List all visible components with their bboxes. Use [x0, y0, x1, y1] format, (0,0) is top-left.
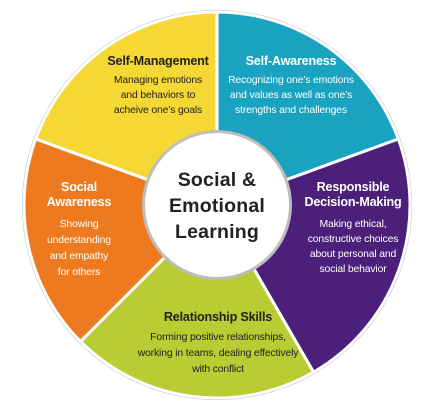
- center-title-line: Learning: [175, 221, 259, 243]
- segment-description-self-management: Managing emotions: [114, 75, 202, 86]
- center-circle: [145, 133, 289, 277]
- center-title-line: Social &: [178, 169, 257, 191]
- segment-description-self-management: and behaviors to: [121, 90, 196, 101]
- segment-title-relationship-skills: Relationship Skills: [164, 310, 272, 324]
- segment-description-social-awareness: and empathy: [50, 251, 109, 262]
- segment-description-self-awareness: Recognizing one’s emotions: [228, 75, 354, 86]
- segment-description-self-management: acheive one’s goals: [114, 105, 202, 116]
- segment-title-self-management: Self-Management: [107, 54, 209, 68]
- segment-title-responsible-decision-making: Decision-Making: [304, 195, 401, 209]
- segment-description-social-awareness: for others: [58, 267, 100, 278]
- segment-title-social-awareness: Social: [61, 180, 97, 194]
- segment-description-social-awareness: understanding: [47, 235, 111, 246]
- segment-description-responsible-decision-making: Making ethical,: [319, 219, 386, 230]
- segment-description-responsible-decision-making: social behavior: [319, 264, 387, 275]
- segment-description-relationship-skills: with conflict: [191, 364, 244, 375]
- segment-description-responsible-decision-making: about personal and: [310, 249, 397, 260]
- segment-description-relationship-skills: Forming positive relationships,: [150, 332, 286, 343]
- segment-description-relationship-skills: working in teams, dealing effectively: [137, 348, 300, 359]
- segment-description-responsible-decision-making: constructive choices: [308, 234, 399, 245]
- segment-description-self-awareness: and values as well as one’s: [230, 90, 352, 101]
- center-title-line: Emotional: [169, 195, 265, 217]
- segment-description-self-awareness: strengths and challenges: [235, 105, 347, 116]
- segment-description-social-awareness: Showing: [60, 219, 99, 230]
- segment-relationship-skills: [79, 203, 315, 400]
- segment-title-responsible-decision-making: Responsible: [317, 180, 390, 194]
- segment-title-self-awareness: Self-Awareness: [246, 54, 337, 68]
- segment-title-social-awareness: Awareness: [47, 195, 112, 209]
